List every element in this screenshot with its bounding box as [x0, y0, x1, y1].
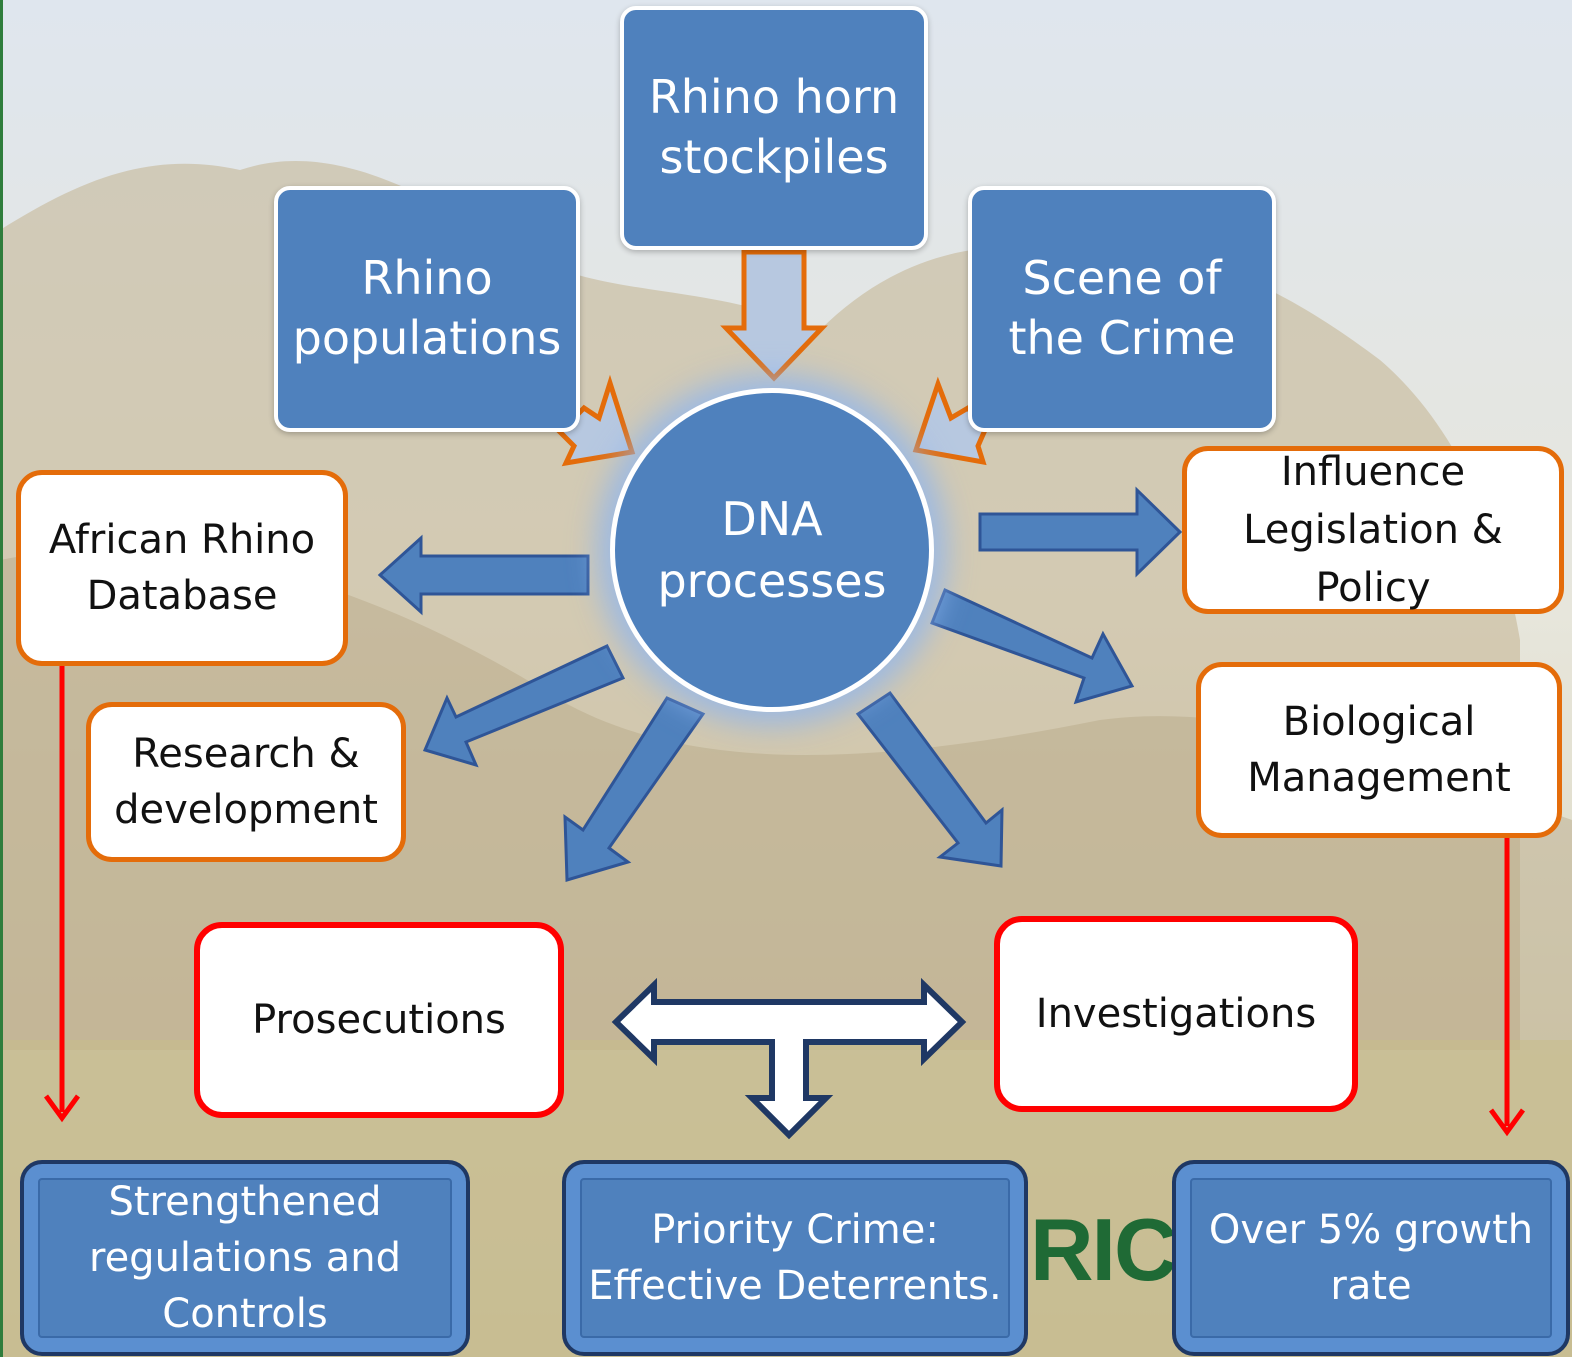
strengthened-regulations-box: Strengthened regulations and Controls [20, 1160, 470, 1356]
priority-crime-box: Priority Crime: Effective Deterrents. [562, 1160, 1028, 1356]
african-rhino-database-label: African Rhino Database [48, 517, 316, 619]
arrow-dna-to-database [377, 534, 590, 616]
arrow-dna-to-investigations [855, 690, 1004, 868]
rhino-horn-stockpiles-label: Rhino horn stockpiles [648, 70, 900, 184]
investigations-label: Investigations [1035, 991, 1317, 1037]
arrow-biological-to-growth-head [1488, 1108, 1526, 1137]
growth-rate-label: Over 5% growth rate [1208, 1207, 1534, 1309]
arrow-prosecutions-investigations-to-deterrents [611, 977, 967, 1140]
arrow-stockpiles-to-dna [720, 249, 828, 382]
strengthened-regulations-label: Strengthened regulations and Controls [89, 1179, 401, 1337]
investigations-box: Investigations [994, 916, 1358, 1112]
left-green-edge [0, 0, 3, 1357]
arrow-dna-to-legislation [978, 486, 1183, 578]
african-rhino-database-box: African Rhino Database [16, 470, 348, 666]
rhino-horn-stockpiles-box: Rhino horn stockpiles [620, 6, 928, 250]
arrow-dna-to-prosecutions [563, 696, 706, 882]
rhino-populations-box: Rhino populations [274, 186, 580, 432]
biological-management-box: Biological Management [1196, 662, 1562, 838]
biological-management-label: Biological Management [1247, 699, 1511, 801]
dna-processes-circle: DNA processes [610, 388, 934, 712]
arrow-populations-to-dna [556, 374, 636, 467]
influence-legislation-policy-box: Influence Legislation & Policy [1182, 446, 1564, 614]
dna-processes-label: DNA processes [657, 491, 887, 608]
growth-rate-box: Over 5% growth rate [1172, 1160, 1570, 1356]
rhino-populations-label: Rhino populations [292, 251, 562, 365]
influence-legislation-policy-label: Influence Legislation & Policy [1243, 449, 1503, 611]
arrow-dna-to-biological [930, 587, 1135, 705]
prosecutions-box: Prosecutions [194, 922, 564, 1118]
scene-of-crime-label: Scene of the Crime [1008, 251, 1236, 365]
research-development-label: Research & development [114, 731, 378, 833]
scene-of-crime-box: Scene of the Crime [968, 186, 1276, 432]
research-development-box: Research & development [86, 702, 406, 862]
prosecutions-label: Prosecutions [252, 997, 506, 1043]
background-logo-fragment: RICA [1030, 1200, 1180, 1299]
arrow-dna-to-research [422, 644, 626, 768]
arrow-database-to-regulations-head [43, 1094, 81, 1123]
priority-crime-label: Priority Crime: Effective Deterrents. [588, 1207, 1002, 1309]
arrow-crime-to-dna [912, 376, 988, 466]
